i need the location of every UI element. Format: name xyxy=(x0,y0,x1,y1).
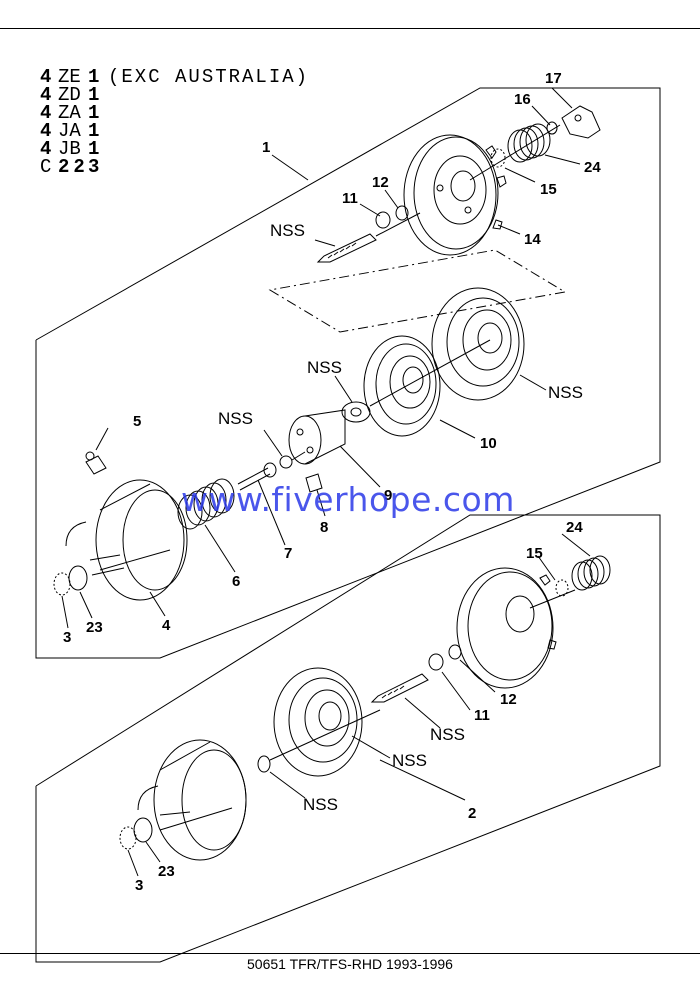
callout-16: 16 xyxy=(514,91,531,108)
callout-2: 2 xyxy=(468,805,476,822)
row-6-prefix: C xyxy=(40,156,51,178)
bottom-rule xyxy=(0,953,700,954)
seal-23-top xyxy=(68,565,88,591)
callout-17: 17 xyxy=(545,70,562,87)
row-1-note: (EXC AUSTRALIA) xyxy=(108,66,309,88)
assembly-2-boundary xyxy=(35,514,661,963)
callout-12b: 12 xyxy=(500,691,517,708)
callout-9: 9 xyxy=(384,487,392,504)
diaphragm-lower xyxy=(273,667,363,777)
callout-7: 7 xyxy=(284,545,292,562)
callout-12a: 12 xyxy=(372,174,389,191)
row-6-code: 22 xyxy=(58,156,89,178)
footer-caption: 50651 TFR/TFS-RHD 1993-1996 xyxy=(247,956,453,972)
callout-3a: 3 xyxy=(63,629,71,646)
row-4-prefix: 4 xyxy=(40,120,51,142)
row-2-qty: 1 xyxy=(88,84,99,106)
washer-nss-mid xyxy=(341,401,371,423)
callout-1: 1 xyxy=(262,139,270,156)
row-1-prefix: 4 xyxy=(40,66,51,88)
callout-24a: 24 xyxy=(584,159,601,176)
nss-label-4: NSS xyxy=(218,409,253,428)
nss-label-5: NSS xyxy=(430,725,465,744)
nss-label-7: NSS xyxy=(303,795,338,814)
callout-15a: 15 xyxy=(540,181,557,198)
callout-labels: 1 17 16 24 15 14 11 12 NSS NSS NSS 10 NS… xyxy=(63,70,601,894)
row-2-prefix: 4 xyxy=(40,84,51,106)
callout-5: 5 xyxy=(133,413,141,430)
callout-14: 14 xyxy=(524,231,541,248)
shaft-line-top xyxy=(469,124,561,181)
row-1-code: ZE xyxy=(58,66,81,88)
diaphragm-10 xyxy=(363,335,441,437)
nut-3-lower xyxy=(119,826,137,850)
yoke-17 xyxy=(561,105,601,139)
callout-11b: 11 xyxy=(474,707,490,724)
row-4-qty: 1 xyxy=(88,120,99,142)
rear-shell-lower xyxy=(456,567,557,689)
nss-label-2: NSS xyxy=(307,358,342,377)
nut-3-top xyxy=(53,572,71,596)
applicability-block: 4 ZE 1 (EXC AUSTRALIA) 4 ZD 1 4 ZA 1 4 J… xyxy=(40,66,309,178)
washer-nss-mid-hole xyxy=(350,407,362,417)
seal-23-lower xyxy=(133,817,153,843)
diaphragm-plate xyxy=(431,287,525,401)
rod-7 xyxy=(237,451,306,491)
callout-23b: 23 xyxy=(158,863,175,880)
row-2-code: ZD xyxy=(58,84,81,106)
shaft-line-mid xyxy=(369,339,491,407)
watermark-text: www.fiverhope.com xyxy=(181,480,515,519)
retainer-15-lower xyxy=(555,579,569,597)
row-5-qty: 1 xyxy=(88,138,99,160)
washer-12-top xyxy=(395,205,409,221)
spring-24-top xyxy=(507,123,551,163)
callout-11a: 11 xyxy=(342,190,358,207)
row-3-qty: 1 xyxy=(88,102,99,124)
check-valve-5 xyxy=(85,451,107,475)
callout-4: 4 xyxy=(162,617,171,634)
spring-6 xyxy=(177,478,235,530)
callout-6: 6 xyxy=(232,573,240,590)
row-6-qty: 3 xyxy=(88,156,99,178)
callout-8: 8 xyxy=(320,519,328,536)
row-4-code: JA xyxy=(58,120,81,142)
nss-label-1: NSS xyxy=(270,221,305,240)
washer-11-lower xyxy=(428,653,444,671)
nss-label-6: NSS xyxy=(392,751,427,770)
retainer-15-top xyxy=(490,148,506,168)
valve-body-9 xyxy=(288,409,346,465)
seal-nss-lower xyxy=(257,755,271,773)
row-3-prefix: 4 xyxy=(40,102,51,124)
row-5-prefix: 4 xyxy=(40,138,51,160)
nut-16 xyxy=(546,121,558,135)
callout-24b: 24 xyxy=(566,519,583,536)
pushrod-lower-nss xyxy=(370,673,429,703)
nss-label-3: NSS xyxy=(548,383,583,402)
top-rule xyxy=(0,28,700,29)
row-5-code: JB xyxy=(58,138,81,160)
rear-shell-14 xyxy=(403,134,507,256)
pushrod-top-nss xyxy=(316,212,421,263)
callout-10: 10 xyxy=(480,435,497,452)
row-1-qty: 1 xyxy=(88,66,99,88)
callout-23a: 23 xyxy=(86,619,103,636)
callout-3b: 3 xyxy=(135,877,143,894)
row-3-code: ZA xyxy=(58,102,81,124)
spring-24-lower xyxy=(571,555,611,591)
front-shell-4 xyxy=(65,479,188,601)
assembly-1-boundary xyxy=(35,87,661,659)
washer-12-lower xyxy=(448,644,462,660)
key-8 xyxy=(305,473,323,493)
dashed-subframe xyxy=(268,249,567,333)
leader-lines xyxy=(61,87,591,877)
shaft-line-lower-top xyxy=(529,589,576,609)
front-shell-lower xyxy=(137,739,247,861)
washer-11-top xyxy=(375,211,391,229)
callout-15b: 15 xyxy=(526,545,543,562)
shaft-line-lower xyxy=(269,709,381,761)
